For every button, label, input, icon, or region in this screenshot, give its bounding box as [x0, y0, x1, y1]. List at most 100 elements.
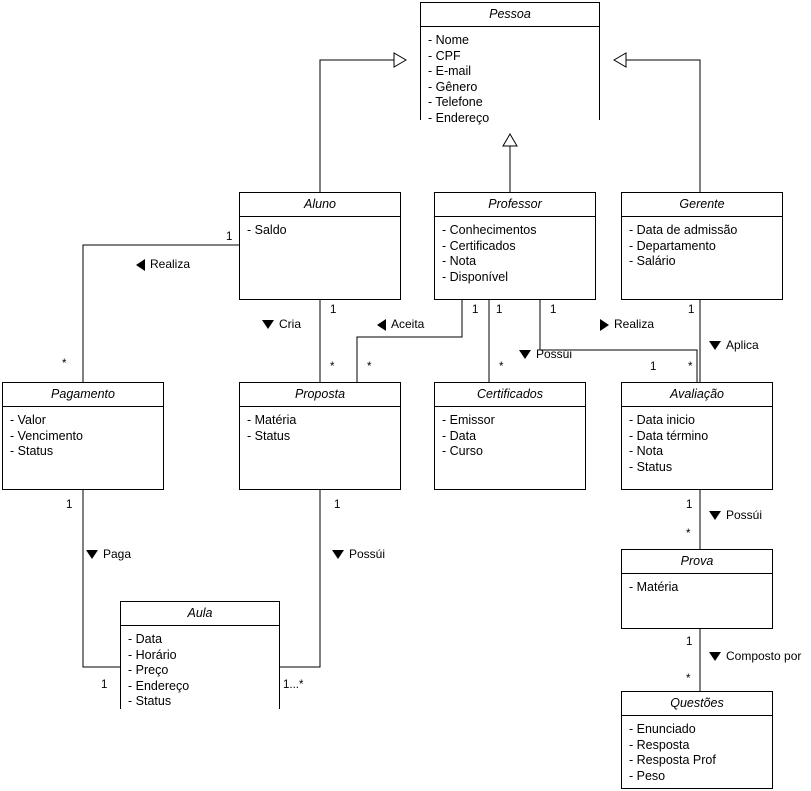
- uml-attribute: - Preço: [128, 663, 169, 677]
- generalization-arrowhead: [502, 133, 518, 147]
- multiplicity-m-avaliacao-possui-1: 1: [686, 499, 693, 511]
- edge-line: [626, 59, 701, 192]
- direction-right-icon: [600, 318, 609, 331]
- multiplicity-m-proposta-possui-1: 1: [334, 499, 341, 511]
- multiplicity-m-prova-composto-1: 1: [686, 636, 693, 648]
- edge-professor-pessoa: [502, 133, 518, 192]
- uml-class-aula[interactable]: Aula- Data- Horário- Preço- Endereço- St…: [120, 601, 280, 714]
- multiplicity-m-questoes-composto-star: *: [686, 673, 691, 685]
- uml-attribute: - Peso: [629, 768, 666, 783]
- uml-attribute: - E-mail: [428, 64, 472, 78]
- uml-attribute: - Data de admissão: [629, 223, 738, 237]
- uml-attribute: - Disponível: [442, 269, 508, 284]
- uml-class-attributes: - Saldo: [240, 217, 400, 243]
- relationship-label-text: Realiza: [150, 257, 191, 272]
- uml-attribute: - Conhecimentos: [442, 223, 537, 237]
- uml-attribute: - Status: [10, 444, 54, 458]
- multiplicity-m-professor-aceita-1: 1: [472, 304, 479, 316]
- direction-down-icon: [709, 341, 721, 351]
- relationship-label-realiza-avaliacao: Realiza: [600, 318, 654, 331]
- uml-attribute: - Nota: [629, 444, 664, 458]
- uml-class-prova[interactable]: Prova - Matéria: [621, 549, 773, 629]
- uml-class-avaliacao[interactable]: Avaliação- Data inicio- Data término- No…: [621, 382, 773, 490]
- uml-class-questoes[interactable]: Questões- Enunciado- Resposta- Resposta …: [621, 691, 773, 789]
- uml-class-certificados[interactable]: Certificados- Emissor- Data- Curso: [434, 382, 586, 490]
- uml-class-title: Questões: [622, 692, 772, 716]
- uml-class-attributes: - Data inicio- Data término- Nota- Statu…: [622, 407, 772, 479]
- uml-attribute: - Nota: [442, 254, 477, 268]
- multiplicity-m-proposta-cria-star: *: [330, 361, 335, 373]
- uml-attribute: - Horário: [128, 647, 177, 662]
- edge-line: [82, 490, 120, 668]
- edge-aluno-pessoa: [319, 52, 407, 192]
- edge-proposta-aula: [280, 490, 321, 668]
- uml-attribute: - Endereço: [428, 110, 490, 125]
- relationship-label-paga-aula: Paga: [86, 548, 131, 561]
- uml-attribute: - Telefone: [428, 95, 483, 109]
- uml-attribute: - Certificados: [442, 238, 516, 253]
- multiplicity-m-pagamento-star: *: [62, 358, 67, 370]
- uml-class-title: Avaliação: [622, 383, 772, 407]
- multiplicity-m-gerente-aplica-1: 1: [688, 304, 695, 316]
- uml-class-attributes: - Enunciado- Resposta- Resposta Prof- Pe…: [622, 716, 772, 788]
- relationship-label-text: Cria: [279, 317, 302, 332]
- multiplicity-m-professor-realiza-1: 1: [550, 304, 557, 316]
- uml-class-title: Proposta: [240, 383, 400, 407]
- relationship-label-text: Realiza: [614, 317, 655, 332]
- uml-attribute: - Status: [128, 694, 172, 708]
- uml-attribute: - Emissor: [442, 413, 495, 427]
- uml-class-aluno[interactable]: Aluno- Saldo: [239, 192, 401, 300]
- multiplicity-m-aluno-realiza-1: 1: [226, 231, 233, 243]
- relationship-label-aceita-proposta: Aceita: [377, 318, 424, 331]
- uml-class-title: Gerente: [622, 193, 782, 217]
- uml-class-proposta[interactable]: Proposta- Matéria- Status: [239, 382, 401, 490]
- multiplicity-m-professor-cert-1: 1: [496, 304, 503, 316]
- edge-professor-proposta: [356, 300, 463, 382]
- generalization-arrowhead: [613, 52, 627, 68]
- relationship-label-text: Composto por: [726, 649, 802, 664]
- uml-class-title: Pagamento: [3, 383, 163, 407]
- uml-class-attributes: - Matéria: [622, 574, 772, 600]
- uml-class-title: Prova: [622, 550, 772, 574]
- relationship-label-composto-por-questoes: Composto por: [709, 650, 801, 663]
- uml-class-professor[interactable]: Professor- Conhecimentos- Certificados- …: [434, 192, 596, 300]
- uml-class-attributes: - Data de admissão- Departamento- Salári…: [622, 217, 782, 274]
- edge-line: [356, 300, 463, 382]
- uml-attribute: - Gênero: [428, 79, 478, 94]
- uml-attribute: - Nome: [428, 33, 469, 47]
- relationship-label-aplica-avaliacao: Aplica: [709, 339, 759, 352]
- uml-class-pessoa[interactable]: Pessoa- Nome- CPF- E-mail- Gênero- Telef…: [420, 2, 600, 130]
- generalization-arrowhead: [393, 52, 407, 68]
- edge-line: [319, 59, 394, 192]
- multiplicity-m-certificados-star: *: [499, 361, 504, 373]
- multiplicity-m-proposta-aceita-star: *: [367, 361, 372, 373]
- uml-class-attributes: - Matéria- Status: [240, 407, 400, 448]
- uml-attribute: - Valor: [10, 413, 46, 427]
- relationship-label-possui-certificados: Possúi: [519, 348, 572, 361]
- direction-down-icon: [519, 350, 531, 360]
- uml-class-title: Certificados: [435, 383, 585, 407]
- uml-class-pagamento[interactable]: Pagamento- Valor- Vencimento- Status: [2, 382, 164, 490]
- uml-attribute: - Salário: [629, 254, 676, 268]
- uml-class-attributes: - Emissor- Data- Curso: [435, 407, 585, 464]
- uml-class-title: Aula: [121, 602, 279, 626]
- relationship-label-cria-proposta: Cria: [262, 318, 301, 331]
- uml-class-attributes: - Conhecimentos- Certificados- Nota- Dis…: [435, 217, 595, 289]
- direction-left-icon: [136, 258, 145, 271]
- uml-attribute: - Data término: [629, 428, 709, 443]
- multiplicity-m-aula-right-1star: 1...*: [283, 679, 304, 691]
- uml-attribute: - Status: [629, 459, 673, 474]
- uml-attribute: - Saldo: [247, 223, 287, 237]
- uml-attribute: - Matéria: [247, 413, 297, 427]
- uml-attribute: - Status: [247, 428, 291, 443]
- uml-class-attributes: - Valor- Vencimento- Status: [3, 407, 163, 464]
- uml-attribute: - Matéria: [629, 580, 679, 594]
- relationship-label-realiza-pagamento: Realiza: [136, 258, 190, 271]
- direction-left-icon: [377, 318, 386, 331]
- uml-attribute: - Departamento: [629, 238, 716, 253]
- edge-line: [280, 490, 321, 668]
- relationship-label-text: Possúi: [536, 347, 573, 362]
- relationship-label-possui-prova: Possúi: [709, 509, 762, 522]
- uml-class-gerente[interactable]: Gerente- Data de admissão- Departamento-…: [621, 192, 783, 300]
